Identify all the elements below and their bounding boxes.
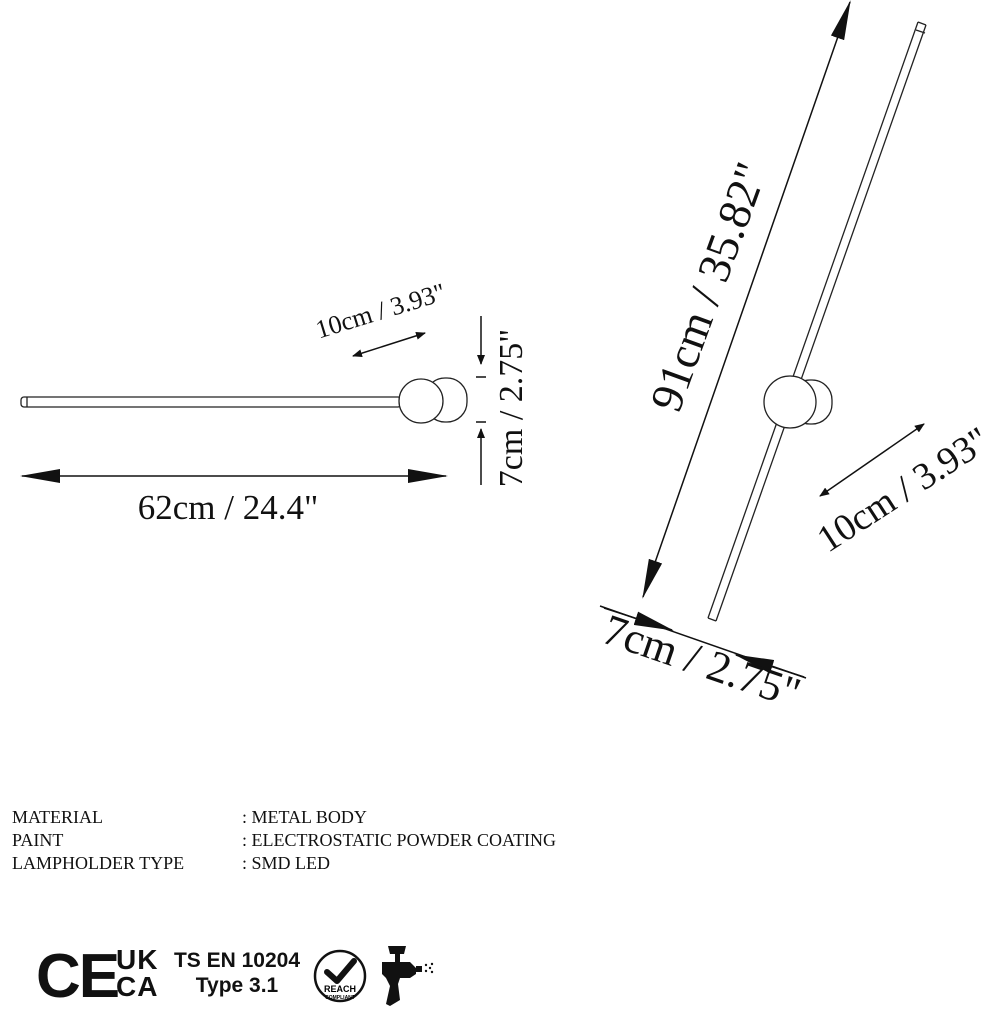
spec-row-material: MATERIAL : METAL BODY [12,806,556,829]
horizontal-length-label: 62cm / 24.4" [138,488,319,527]
spec-value: : ELECTROSTATIC POWDER COATING [242,830,557,850]
standard-mark: TS EN 10204 Type 3.1 [166,948,308,998]
spray-gun-icon [382,946,434,1006]
diagonal-base-label: 7cm / 2.75" [597,605,807,718]
certification-strip: CE UK CA TS EN 10204 Type 3.1 REACH COMP… [36,944,456,1010]
standard-name: TS EN 10204 [173,949,301,972]
diagonal-length-label: 91cm / 35.82" [640,156,777,418]
spec-label: PAINT [12,830,64,850]
spec-value: : METAL BODY [242,807,367,827]
diagonal-depth-label: 10cm / 3.93" [810,419,997,561]
spec-row-lampholder: LAMPHOLDER TYPE : SMD LED [12,852,556,875]
spec-label: MATERIAL [12,807,103,827]
horizontal-depth-label: 10cm / 3.93" [312,277,449,344]
ukca-mark: UK CA [116,944,176,1002]
spec-table: MATERIAL : METAL BODY PAINT : ELECTROSTA… [12,806,556,875]
horizontal-lamp-drawing [20,377,468,424]
diagonal-dimension-lines [599,0,925,679]
ukca-line-1: UK [116,944,159,975]
standard-type: Type 3.1 [195,974,279,997]
spec-row-paint: PAINT : ELECTROSTATIC POWDER COATING [12,829,556,852]
horizontal-base-label: 7cm / 2.75" [493,329,530,487]
check-badge-icon: REACH COMPLIANT [313,949,367,1003]
ukca-line-2: CA [116,971,159,1002]
reach-sublabel: COMPLIANT [325,995,355,1001]
spec-value: : SMD LED [242,853,331,873]
horizontal-dimension-lines [20,316,486,485]
technical-drawing: 62cm / 24.4" 10cm / 3.93" 7cm / 2.75" 91… [20,0,997,718]
reach-label: REACH [324,984,356,994]
ce-mark: CE [36,942,120,1011]
spec-label: LAMPHOLDER TYPE [12,853,185,873]
